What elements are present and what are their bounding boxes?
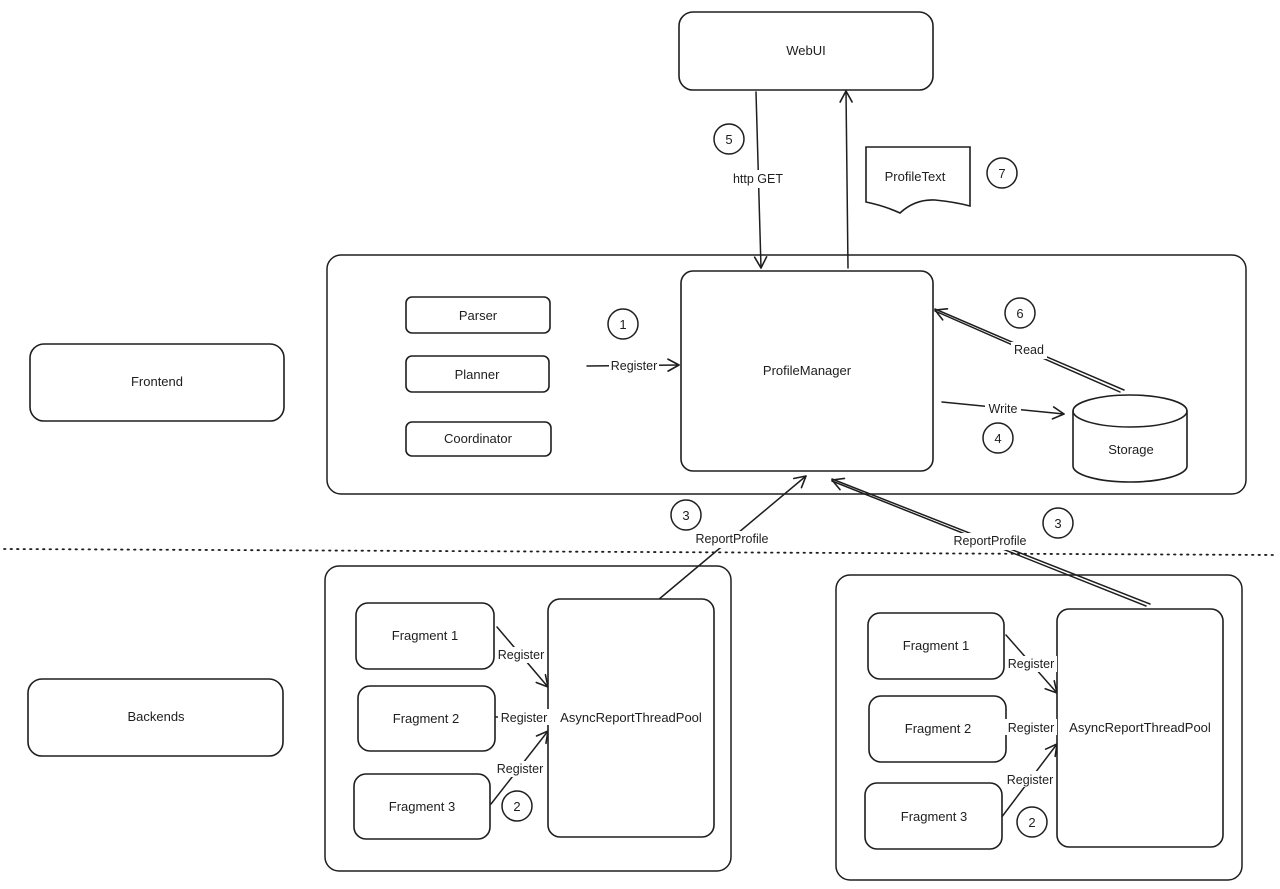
svg-text:5: 5	[725, 132, 732, 147]
frontend-node: Frontend	[29, 343, 285, 422]
frontend-backend-divider	[3, 548, 1277, 556]
frontend-label: Frontend	[131, 374, 183, 389]
svg-text:3: 3	[682, 508, 689, 523]
right-fragment2-node: Fragment 2	[868, 695, 1007, 763]
coordinator-label: Coordinator	[444, 431, 513, 446]
left-fragment1-node: Fragment 1	[355, 602, 495, 670]
svg-text:6: 6	[1016, 306, 1023, 321]
svg-text:2: 2	[1028, 815, 1035, 830]
step-2-left-badge: 2	[501, 790, 533, 822]
right-register1-label: Register	[1008, 657, 1055, 671]
right-fragment3-label: Fragment 3	[901, 809, 967, 824]
register-frontend-label: Register	[611, 359, 658, 373]
svg-text:4: 4	[994, 431, 1001, 446]
right-fragment1-node: Fragment 1	[867, 612, 1005, 680]
left-fragment1-label: Fragment 1	[392, 628, 458, 643]
step-3-left-badge: 3	[670, 499, 702, 531]
svg-text:7: 7	[998, 166, 1005, 181]
profile-text-document: ProfileText	[865, 146, 971, 214]
profile-manager-node: ProfileManager	[680, 270, 934, 472]
left-fragment2-node: Fragment 2	[357, 685, 496, 752]
left-pool-label: AsyncReportThreadPool	[560, 710, 702, 725]
step-4-badge: 4	[982, 422, 1014, 454]
right-pool-node: AsyncReportThreadPool	[1056, 608, 1224, 848]
left-fragment2-label: Fragment 2	[393, 711, 459, 726]
profile-manager-label: ProfileManager	[763, 363, 852, 378]
parser-label: Parser	[459, 308, 498, 323]
svg-text:3: 3	[1054, 516, 1061, 531]
step-3-right-badge: 3	[1042, 507, 1074, 539]
right-fragment1-label: Fragment 1	[903, 638, 969, 653]
coordinator-node: Coordinator	[405, 421, 552, 457]
left-backend-container	[324, 565, 732, 872]
right-fragment2-label: Fragment 2	[905, 721, 971, 736]
left-pool-node: AsyncReportThreadPool	[547, 598, 715, 838]
frontend-container	[326, 254, 1247, 495]
webui-label: WebUI	[786, 43, 826, 58]
planner-label: Planner	[455, 367, 500, 382]
report-profile-left-label: ReportProfile	[696, 532, 769, 546]
right-register2-label: Register	[1008, 721, 1055, 735]
step-1-badge: 1	[607, 308, 639, 340]
right-pool-label: AsyncReportThreadPool	[1069, 720, 1211, 735]
svg-text:2: 2	[513, 799, 520, 814]
write-label: Write	[989, 402, 1018, 416]
storage-label: Storage	[1108, 442, 1154, 457]
step-6-badge: 6	[1004, 297, 1036, 329]
parser-node: Parser	[405, 296, 551, 334]
webui-node: WebUI	[678, 11, 934, 91]
planner-node: Planner	[405, 355, 550, 393]
step-5-badge: 5	[713, 123, 745, 155]
left-register1-label: Register	[498, 648, 545, 662]
read-label: Read	[1014, 343, 1044, 357]
storage-node: Storage	[1072, 394, 1188, 483]
http-get-label: http GET	[733, 172, 783, 186]
right-backend-container	[835, 574, 1243, 881]
step-2-right-badge: 2	[1016, 806, 1048, 838]
right-register3-label: Register	[1007, 773, 1054, 787]
left-fragment3-node: Fragment 3	[353, 773, 491, 840]
left-register3-label: Register	[497, 762, 544, 776]
backends-node: Backends	[27, 678, 284, 757]
profile-return-arrow	[845, 90, 849, 269]
step-7-badge: 7	[986, 157, 1018, 189]
profile-text-label: ProfileText	[885, 169, 946, 184]
backends-label: Backends	[127, 709, 185, 724]
report-profile-right-label: ReportProfile	[954, 534, 1027, 548]
left-register2-label: Register	[501, 711, 548, 725]
right-fragment3-node: Fragment 3	[864, 782, 1003, 850]
svg-text:1: 1	[619, 317, 626, 332]
left-fragment3-label: Fragment 3	[389, 799, 455, 814]
